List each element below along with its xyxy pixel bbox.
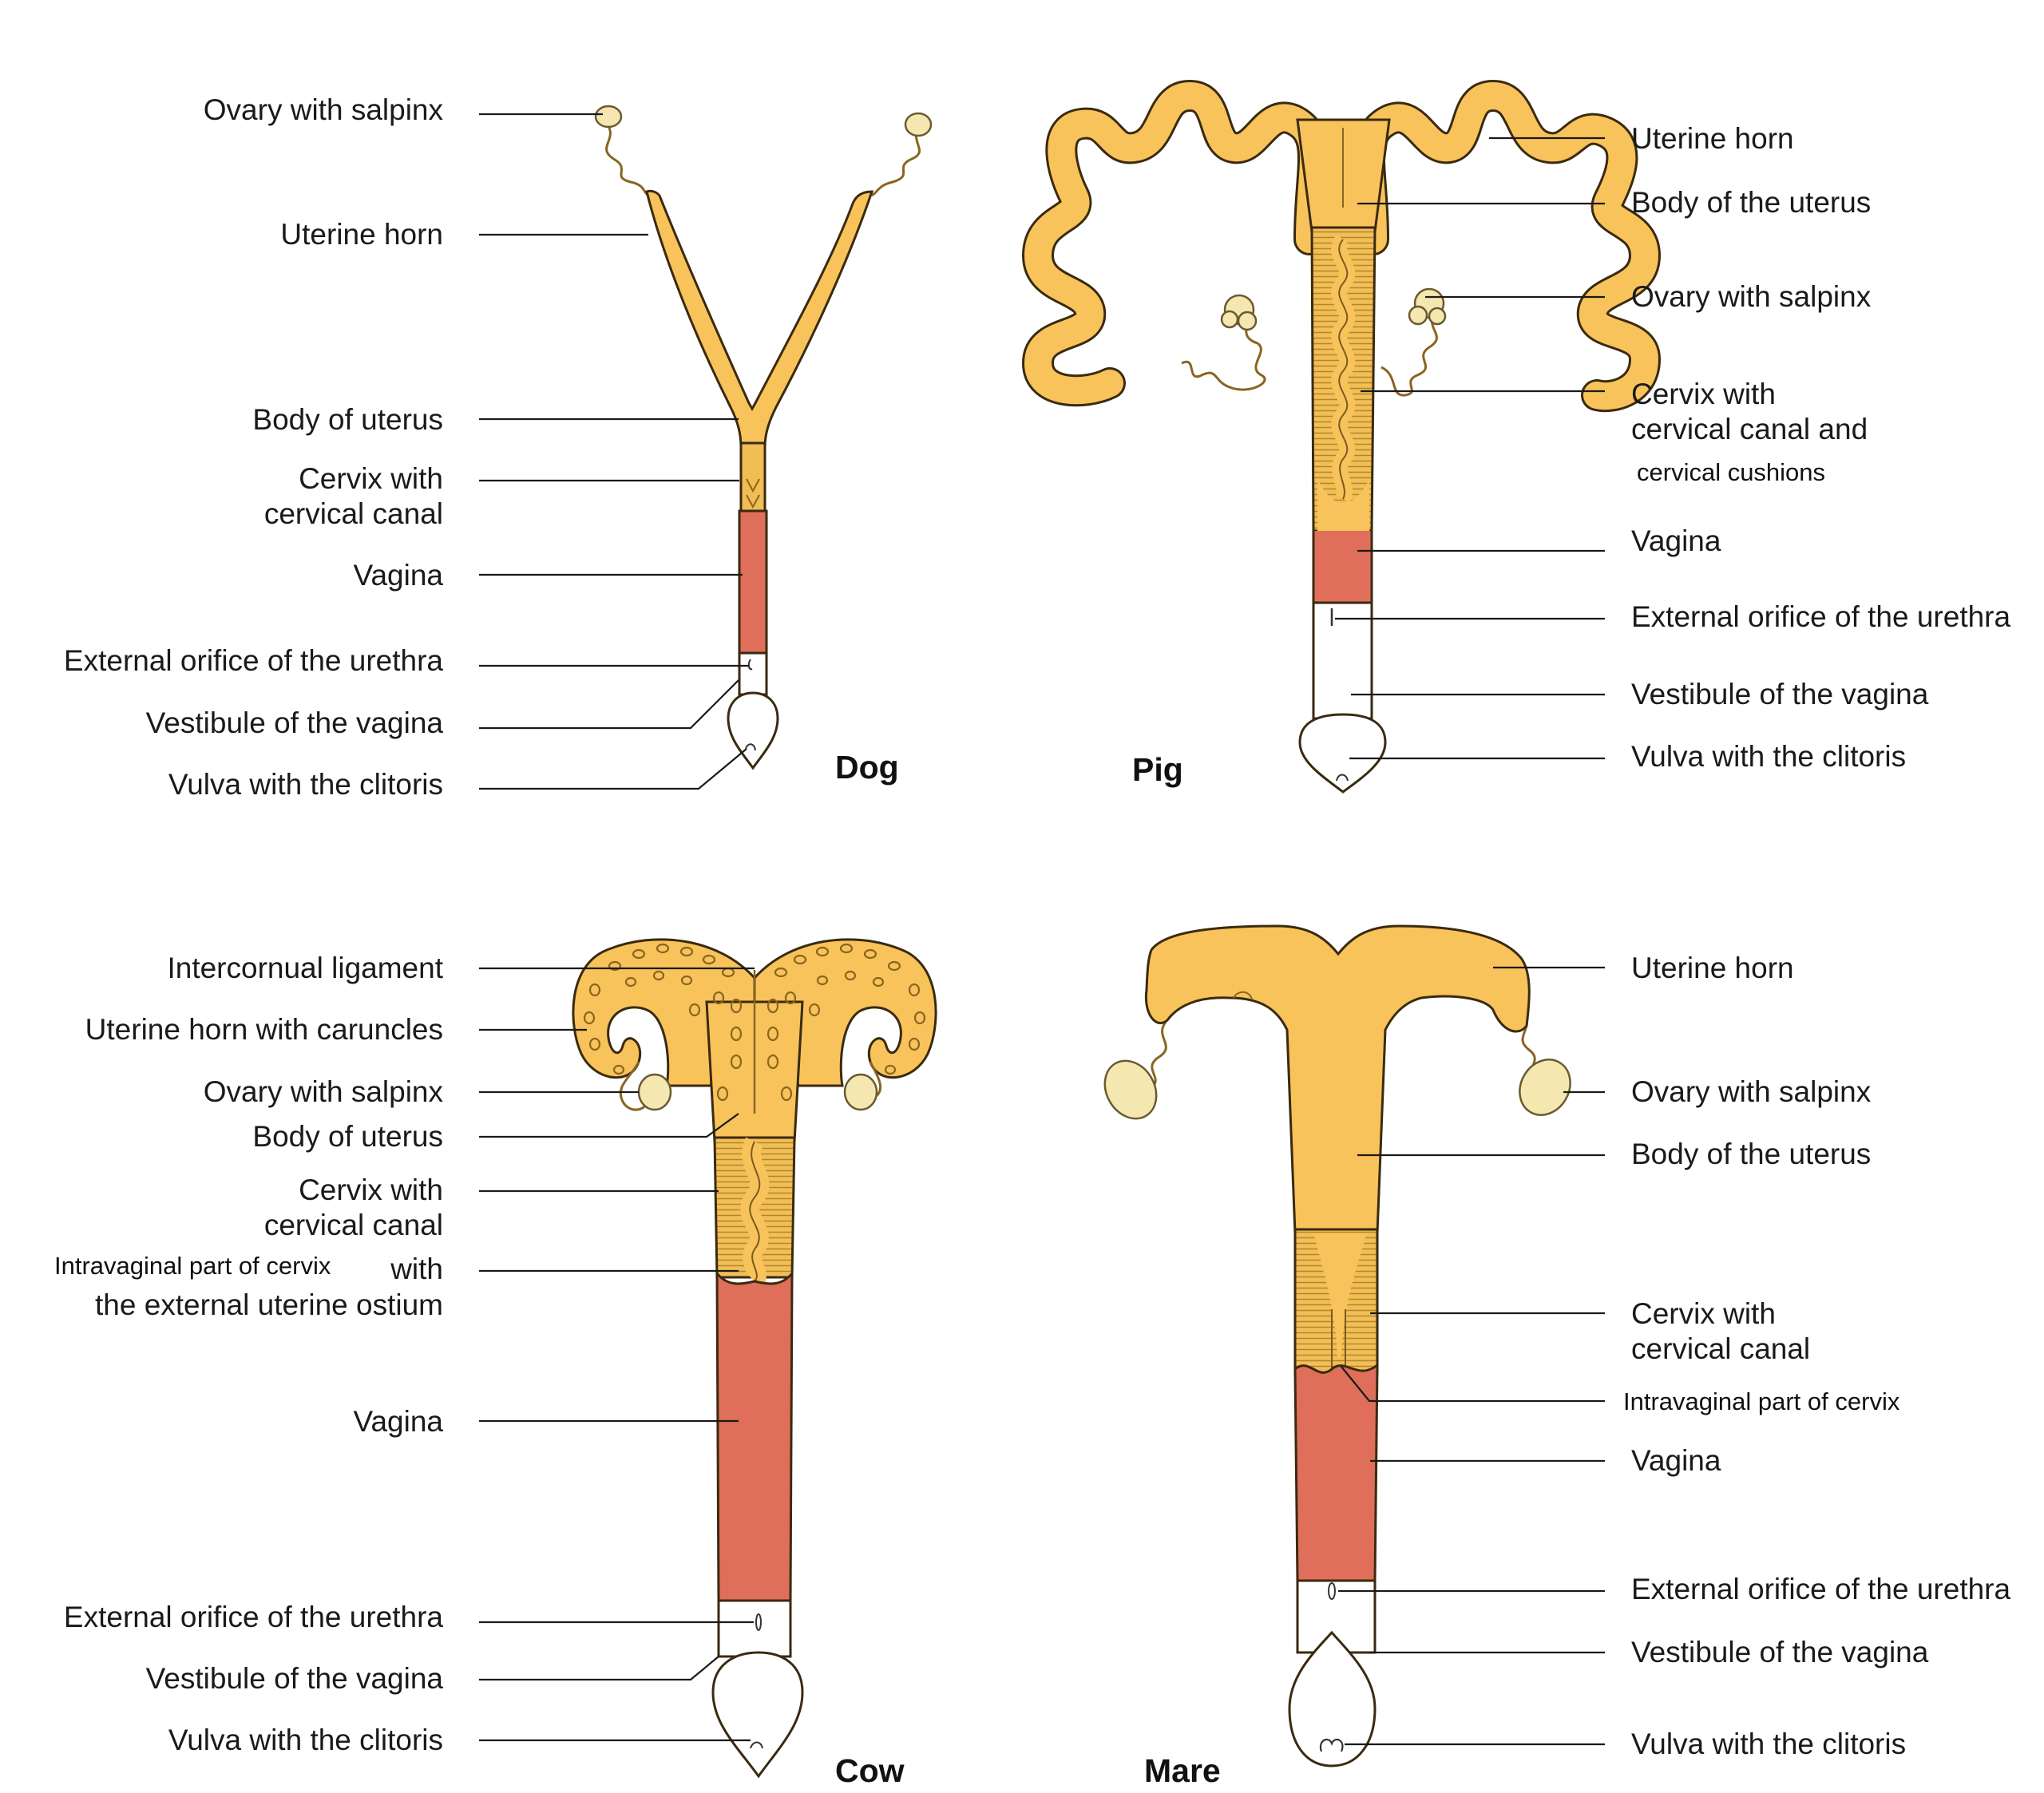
cow-label-vagina: Vagina [354,1405,444,1438]
pig-vestibule [1312,601,1373,720]
dog-label-urethra: External orifice of the urethra [64,644,443,677]
cow-label-horn: Uterine horn with caruncles [85,1013,443,1046]
pig-label-cervix-2: cervical canal and [1631,413,1868,445]
mare-panel: Uterine horn Ovary with salpinx Body of … [1103,924,2010,1789]
cow-vulva [711,1651,804,1779]
cow-caruncles [583,943,926,1102]
dog-vestibule [738,651,768,696]
pig-species-label: Pig [1132,751,1183,788]
dog-species-label: Dog [835,749,899,786]
cow-panel: Intercornual ligament Uterine horn with … [54,938,937,1789]
cow-ovary-left [637,1073,672,1111]
pig-panel: Uterine horn Body of the uterus Ovary wi… [1022,80,2010,794]
dog-ovary-right [904,112,933,137]
pig-vagina [1313,531,1372,603]
mare-label-vagina: Vagina [1631,1444,1721,1477]
cow-label-intravaginal-2: the external uterine ostium [95,1288,443,1321]
dog-vulva [727,691,779,770]
pig-label-vestibule: Vestibule of the vagina [1631,678,1929,710]
mare-label-cervix-2: cervical canal [1631,1332,1810,1365]
dog-label-horn: Uterine horn [280,218,443,251]
pig-label-cervix-1: Cervix with [1631,378,1776,410]
dog-label-cervix-2: cervical canal [264,497,443,530]
mare-label-body: Body of the uterus [1631,1138,1871,1170]
pig-label-vagina: Vagina [1631,524,1721,557]
mare-ovary-right [1519,1059,1571,1116]
dog-label-ovary: Ovary with salpinx [204,93,444,126]
cow-label-vulva: Vulva with the clitoris [168,1724,443,1756]
dog-salpinx-right [871,127,921,197]
dog-label-cervix-1: Cervix with [299,462,443,495]
dog-ovary-left [594,105,623,129]
cow-label-intravaginal-with: with [390,1253,443,1285]
mare-label-vestibule: Vestibule of the vagina [1631,1636,1929,1668]
cow-label-urethra: External orifice of the urethra [64,1601,443,1633]
dog-uterus [645,189,874,449]
mare-label-horn: Uterine horn [1631,952,1794,984]
pig-label-urethra: External orifice of the urethra [1631,600,2010,633]
cow-label-cervix-2: cervical canal [264,1209,443,1241]
mare-vulva [1288,1630,1377,1767]
cow-label-cervix-1: Cervix with [299,1174,443,1206]
pig-label-cervix-3: cervical cushions [1637,458,1825,486]
mare-label-urethra: External orifice of the urethra [1631,1573,2010,1605]
pig-label-vulva: Vulva with the clitoris [1631,740,1906,773]
cow-species-label: Cow [835,1752,905,1789]
mare-species-label: Mare [1144,1752,1221,1789]
dog-label-vulva: Vulva with the clitoris [168,768,443,801]
dog-label-vestibule: Vestibule of the vagina [146,707,444,739]
pig-uterine-horns [1022,80,1329,407]
dog-salpinx-left [605,123,649,197]
dog-cervix [739,441,766,513]
dog-label-vagina: Vagina [354,559,444,592]
mare-label-intravaginal: Intravaginal part of cervix [1623,1387,1900,1415]
cow-label-ovary: Ovary with salpinx [204,1075,444,1108]
cow-vagina [715,1269,794,1602]
pig-label-body: Body of the uterus [1631,186,1871,219]
mare-label-vulva: Vulva with the clitoris [1631,1728,1906,1760]
cow-ovary-right [843,1073,878,1111]
dog-label-body: Body of uterus [252,403,443,436]
mare-ovary-left [1103,1059,1158,1120]
mare-label-cervix-1: Cervix with [1631,1297,1776,1330]
mare-uterus [1144,924,1531,1235]
mare-vagina [1293,1362,1379,1582]
cow-label-intravaginal-1: Intravaginal part of cervix [54,1252,331,1280]
pig-label-ovary: Ovary with salpinx [1631,280,1872,313]
pig-vulva [1298,713,1387,794]
cow-label-ligament: Intercornual ligament [167,952,443,984]
cow-vestibule [717,1599,792,1658]
dog-panel: Ovary with salpinx Uterine horn Body of … [64,93,933,801]
cow-label-vestibule: Vestibule of the vagina [146,1662,444,1695]
pig-label-horn: Uterine horn [1631,122,1794,155]
mare-label-ovary: Ovary with salpinx [1631,1075,1872,1108]
dog-vagina [738,509,768,655]
cow-label-body: Body of uterus [252,1120,443,1153]
